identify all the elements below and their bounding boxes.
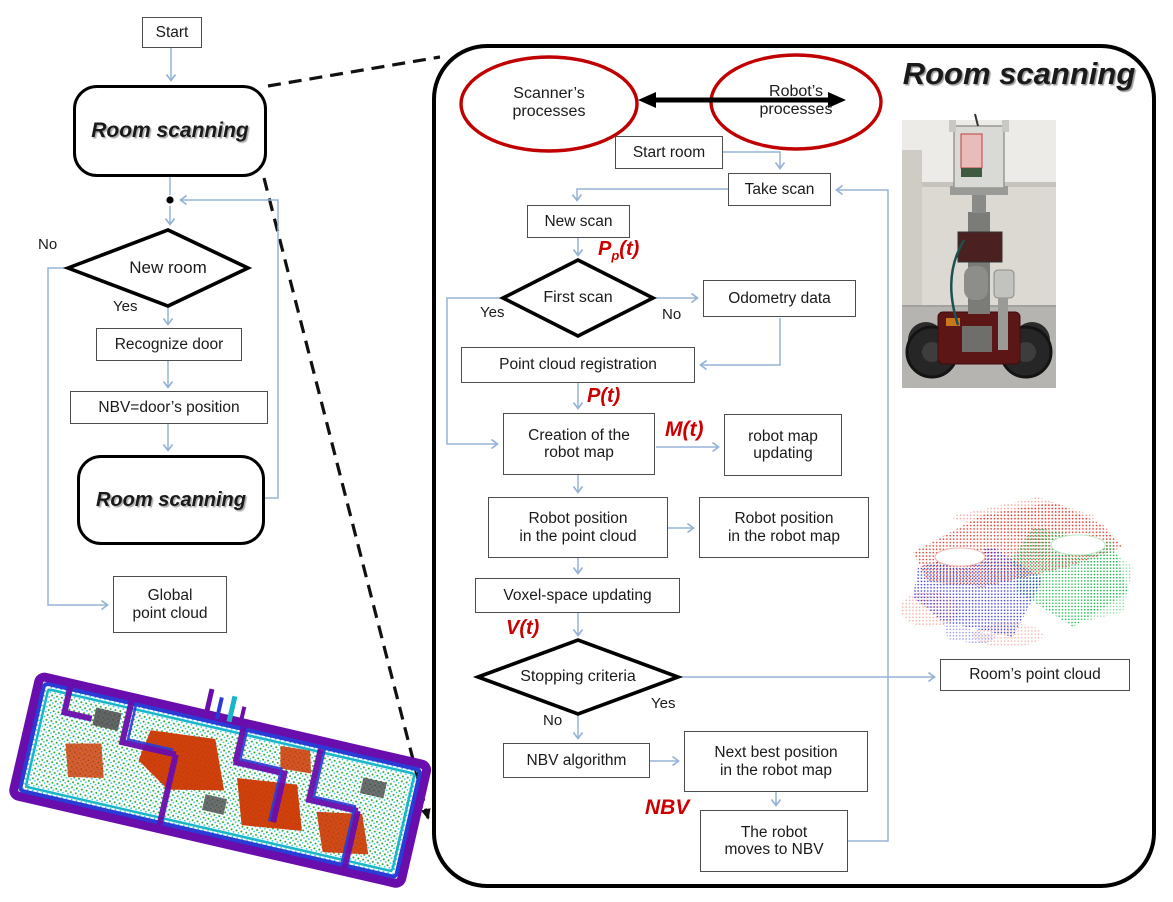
room-scanning-box-2: Room scanning: [77, 455, 265, 545]
dashed-callout-lines: [262, 55, 441, 820]
nbv-algorithm-box: NBV algorithm: [503, 743, 650, 778]
odometry-data-box: Odometry data: [703, 280, 856, 317]
robot-processes-label: Robot’s processes: [759, 82, 833, 118]
scanner-processes-ellipse: [459, 55, 639, 153]
nbv-label: NBV: [645, 796, 690, 819]
rooms-point-cloud-box: Room’s point cloud: [940, 659, 1130, 691]
robot-map-updating-box: robot map updating: [724, 414, 842, 476]
voxel-space-updating-box: Voxel-space updating: [475, 578, 680, 613]
stopping-criteria-diamond-label: Stopping criteria: [520, 667, 636, 685]
creation-robot-map-box: Creation of the robot map: [503, 413, 655, 475]
m-t-label: M(t): [665, 418, 704, 441]
left-flowchart-connectors: [47, 48, 279, 605]
double-arrow: [638, 92, 846, 108]
v-t-label: V(t): [506, 617, 540, 639]
recognize-door-box: Recognize door: [96, 328, 242, 361]
robot-photo: [902, 113, 1056, 388]
room-point-cloud-image: [900, 497, 1133, 647]
first-scan-diamond: [499, 257, 657, 339]
global-point-cloud-image: [9, 672, 432, 888]
stopping-no-label: No: [543, 712, 563, 729]
robot-moves-to-nbv-box: The robot moves to NBV: [700, 810, 848, 872]
take-scan-box: Take scan: [728, 173, 831, 206]
first-scan-diamond-label: First scan: [543, 288, 613, 306]
next-best-position-box: Next best position in the robot map: [684, 731, 868, 792]
point-cloud-registration-box: Point cloud registration: [461, 347, 695, 383]
room-scanning-box-1: Room scanning: [73, 85, 267, 177]
start-box: Start: [142, 17, 202, 48]
nbv-door-position-box: NBV=door’s position: [70, 391, 268, 424]
new-room-diamond: [62, 228, 253, 308]
scanner-processes-label: Scanner’s processes: [512, 84, 586, 120]
new-room-no-label: No: [38, 236, 58, 253]
stopping-yes-label: Yes: [651, 695, 676, 712]
p-t-label: P(t): [587, 385, 621, 407]
pp-t-label: Pp(t): [598, 238, 640, 263]
first-scan-no-label: No: [662, 306, 682, 323]
new-room-diamond-label: New room: [129, 258, 207, 278]
panel-connectors: [446, 151, 934, 842]
start-room-box: Start room: [615, 136, 723, 169]
stopping-criteria-diamond: [472, 638, 684, 716]
junction-dot: [166, 196, 174, 204]
robot-position-robot-map-box: Robot position in the robot map: [699, 497, 869, 558]
new-scan-box: New scan: [527, 205, 630, 238]
room-scanning-panel: [432, 44, 1156, 888]
first-scan-yes-label: Yes: [480, 304, 505, 321]
new-room-yes-label: Yes: [113, 298, 138, 315]
global-point-cloud-box: Global point cloud: [113, 576, 227, 633]
panel-title: Room scanning: [902, 56, 1136, 91]
robot-position-point-cloud-box: Robot position in the point cloud: [488, 497, 668, 558]
